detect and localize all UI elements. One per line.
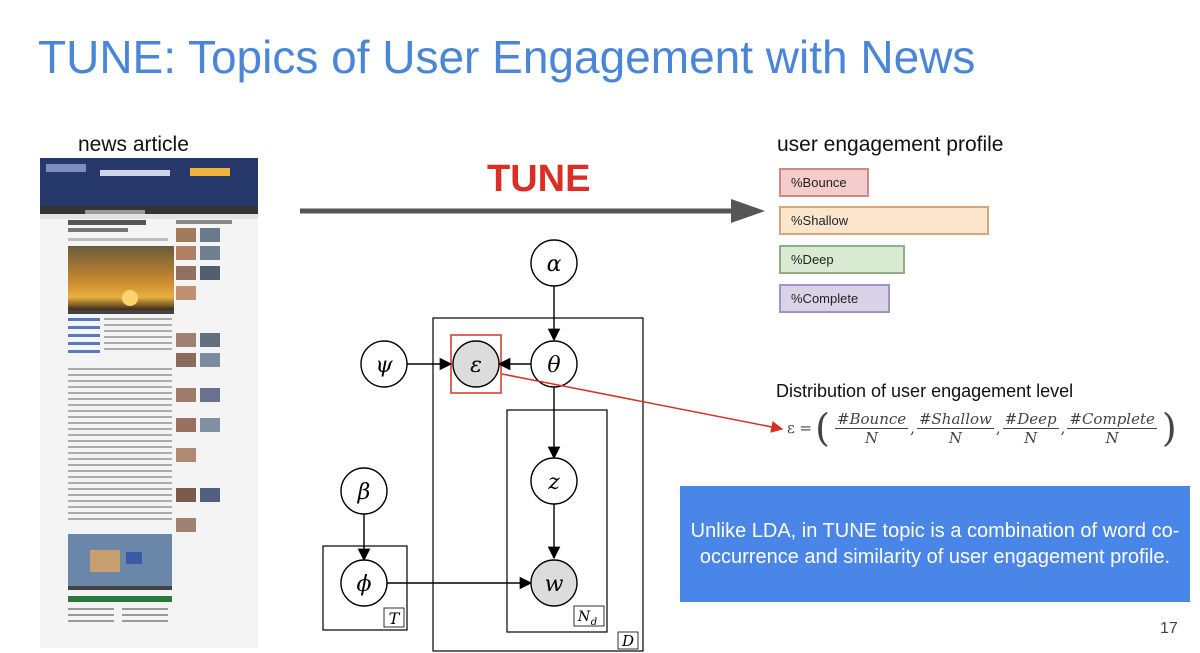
node-beta — [340, 467, 388, 515]
node-w-label: w — [545, 572, 564, 597]
profile-label: user engagement profile — [777, 133, 1004, 156]
plate-D-label: D — [621, 632, 634, 650]
slide-title: TUNE: Topics of User Engagement with New… — [38, 31, 976, 83]
news-article-label: news article — [78, 133, 189, 156]
plate-T-label: T — [389, 609, 401, 628]
node-phi — [340, 559, 388, 607]
bar-deep: %Deep — [779, 245, 905, 274]
news-article-thumbnail — [40, 158, 258, 648]
formula-right-paren: ) — [1161, 406, 1177, 450]
node-z-label: z — [547, 470, 560, 495]
callout-box: Unlike LDA, in TUNE topic is a combinati… — [680, 486, 1190, 602]
node-epsilon — [452, 340, 500, 388]
bar-complete: %Complete — [779, 284, 890, 313]
node-phi-label: ϕ — [357, 572, 372, 597]
node-z — [530, 457, 578, 505]
epsilon-connector — [501, 373, 784, 433]
bar-bounce: %Bounce — [779, 168, 869, 197]
node-alpha — [530, 239, 578, 287]
node-alpha-label: α — [547, 252, 562, 277]
node-psi-label: ψ — [375, 353, 393, 378]
node-psi — [360, 340, 408, 388]
bar-shallow: %Shallow — [779, 206, 989, 235]
plate-T — [322, 545, 408, 631]
plate-Nd — [506, 409, 608, 633]
tune-arrow — [300, 199, 765, 223]
formula-left-paren: ( — [815, 406, 830, 450]
formula-lhs: ε = — [787, 419, 813, 437]
tune-label: TUNE — [487, 158, 591, 200]
node-epsilon-label: ε — [470, 353, 482, 378]
node-theta-label: θ — [547, 353, 560, 378]
page-number: 17 — [1160, 620, 1178, 637]
node-beta-label: β — [357, 480, 371, 505]
node-w — [530, 559, 578, 607]
distribution-label: Distribution of user engagement level — [776, 381, 1074, 401]
plate-Nd-label: N — [577, 609, 591, 625]
plate-D — [432, 317, 644, 652]
graphical-model: D N d T α ψ ε θ z β ϕ w — [322, 239, 644, 652]
node-theta — [530, 340, 578, 388]
plate-Nd-sub: d — [591, 617, 597, 628]
